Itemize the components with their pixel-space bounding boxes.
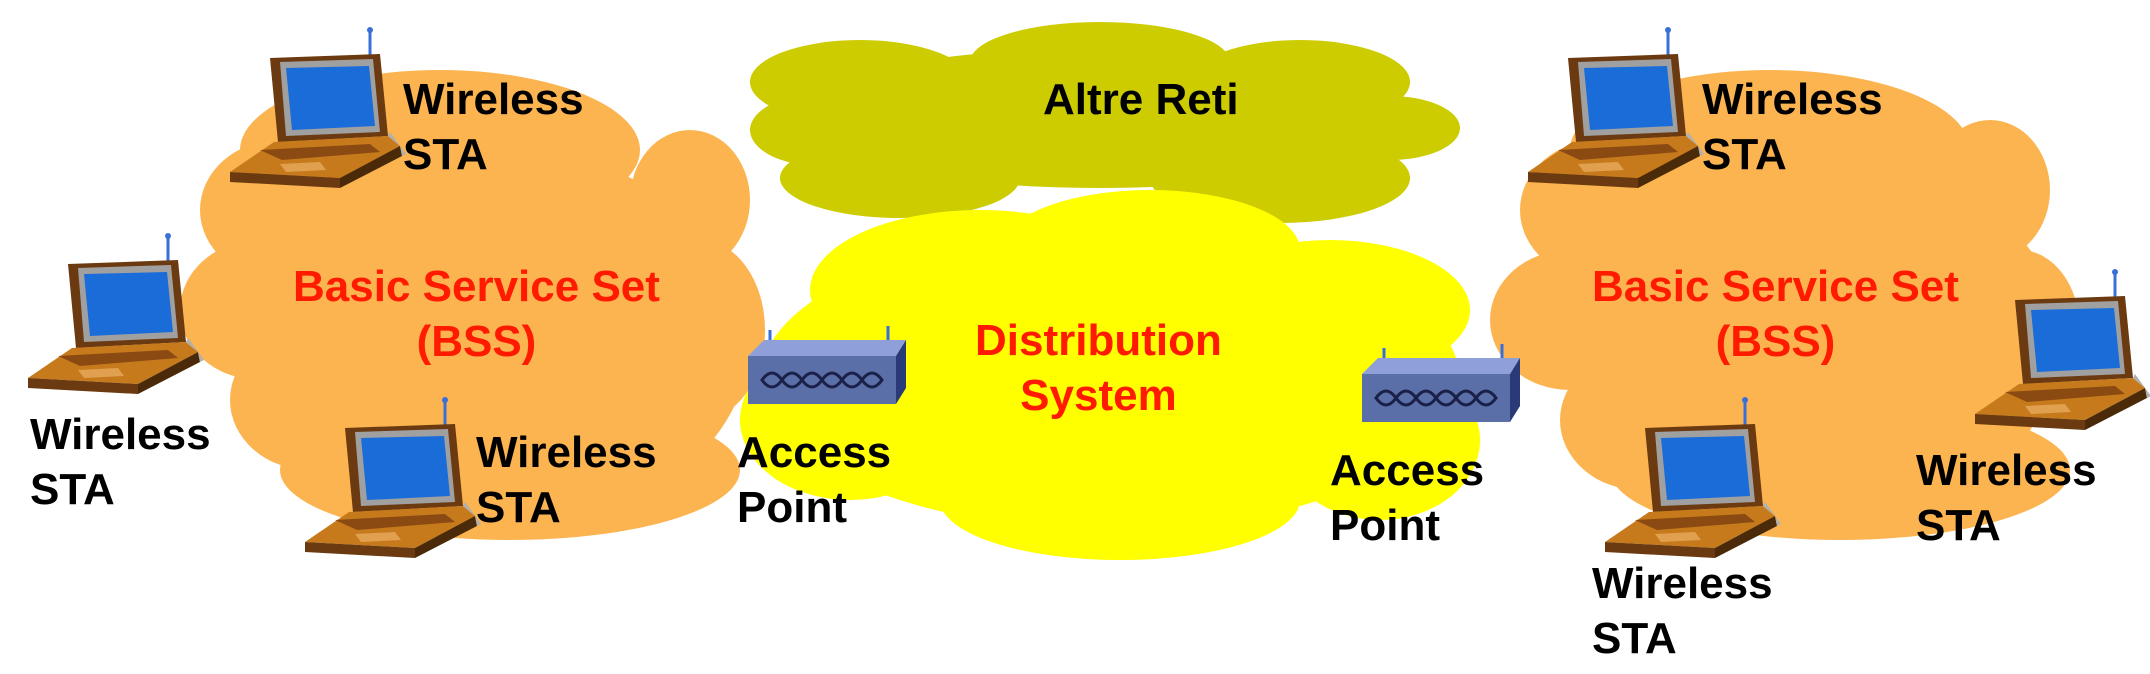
laptop-icon <box>26 231 206 396</box>
wireless-sta-label: Wireless STA <box>476 428 657 532</box>
bss-label-right: Basic Service Set (BSS) <box>1592 262 1959 366</box>
access-point-label: Access Point <box>1330 446 1485 550</box>
laptop-icon <box>228 25 408 190</box>
access-point-label: Access Point <box>737 428 892 532</box>
wireless-sta-label: Wireless STA <box>30 410 211 514</box>
bss-label-left: Basic Service Set (BSS) <box>293 262 660 366</box>
wireless-sta-label: Wireless STA <box>1916 446 2097 550</box>
wireless-sta-label: Wireless STA <box>1592 559 1773 663</box>
laptop-icon <box>1526 25 1706 190</box>
other-networks-label: Altre Reti <box>1043 75 1239 124</box>
wireless-sta-label: Wireless STA <box>1702 75 1883 179</box>
distribution-system-cloud <box>740 190 1480 560</box>
distribution-system-label: Distribution System <box>975 316 1222 420</box>
wireless-sta-label: Wireless STA <box>403 75 584 179</box>
